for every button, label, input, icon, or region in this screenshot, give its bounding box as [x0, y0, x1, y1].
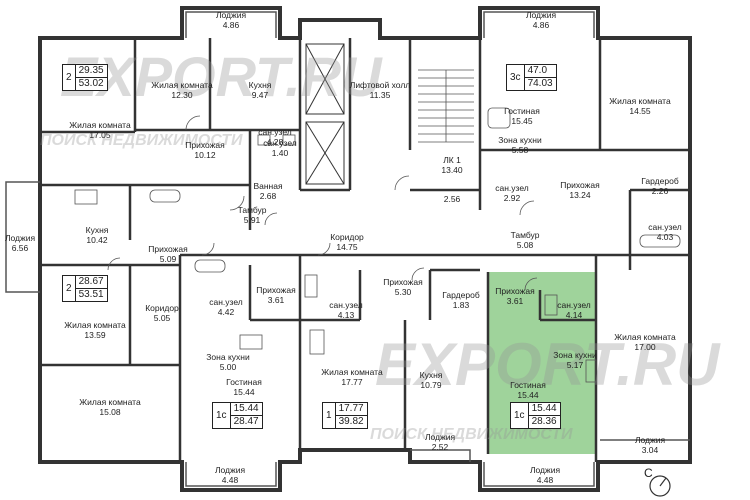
sanitary-fixtures — [74, 107, 681, 383]
apartment-living-area: 15.44 — [528, 403, 560, 416]
interior-walls — [40, 38, 690, 462]
apartment-total-area: 74.03 — [527, 78, 553, 89]
apartment-total-area: 53.02 — [78, 78, 104, 89]
watermark-brand-bottom: EXPORT.RU — [375, 331, 720, 398]
apartment-total-area: 28.36 — [531, 416, 557, 427]
apartment-total-area: 28.47 — [233, 416, 259, 427]
room-label: 2.56 — [443, 194, 461, 204]
apartment-rooms: 2 — [63, 276, 76, 301]
apartment-living-area: 47.0 — [524, 65, 556, 78]
watermark-tagline-bottom: ПОИСК НЕДВИЖИМОСТИ — [370, 426, 573, 443]
apartment-rooms: 1с — [213, 403, 231, 428]
compass-icon — [649, 475, 671, 497]
compass-label: C — [644, 466, 653, 480]
apartment-total-area: 53.51 — [78, 289, 104, 300]
apartment-living-area: 15.44 — [230, 403, 262, 416]
apartment-rooms: 2 — [63, 65, 76, 90]
watermark-brand-top: EXPORT.RU — [60, 45, 382, 108]
loggias — [5, 11, 690, 487]
door-swings — [107, 115, 538, 291]
apartment-living-area: 29.35 — [75, 65, 107, 78]
apartment-living-area: 17.77 — [335, 403, 367, 416]
apartment-total-area: 39.82 — [338, 416, 364, 427]
lift-shafts — [305, 43, 345, 185]
watermark-tagline-top: ПОИСК НЕДВИЖИМОСТИ — [40, 132, 243, 149]
apartment-rooms: 1 — [323, 403, 336, 428]
apartment-rooms: 3с — [507, 65, 525, 90]
stairs — [418, 69, 474, 143]
outer-walls — [38, 6, 692, 492]
apartment-rooms: 1с — [511, 403, 529, 428]
apartment-living-area: 28.67 — [75, 276, 107, 289]
